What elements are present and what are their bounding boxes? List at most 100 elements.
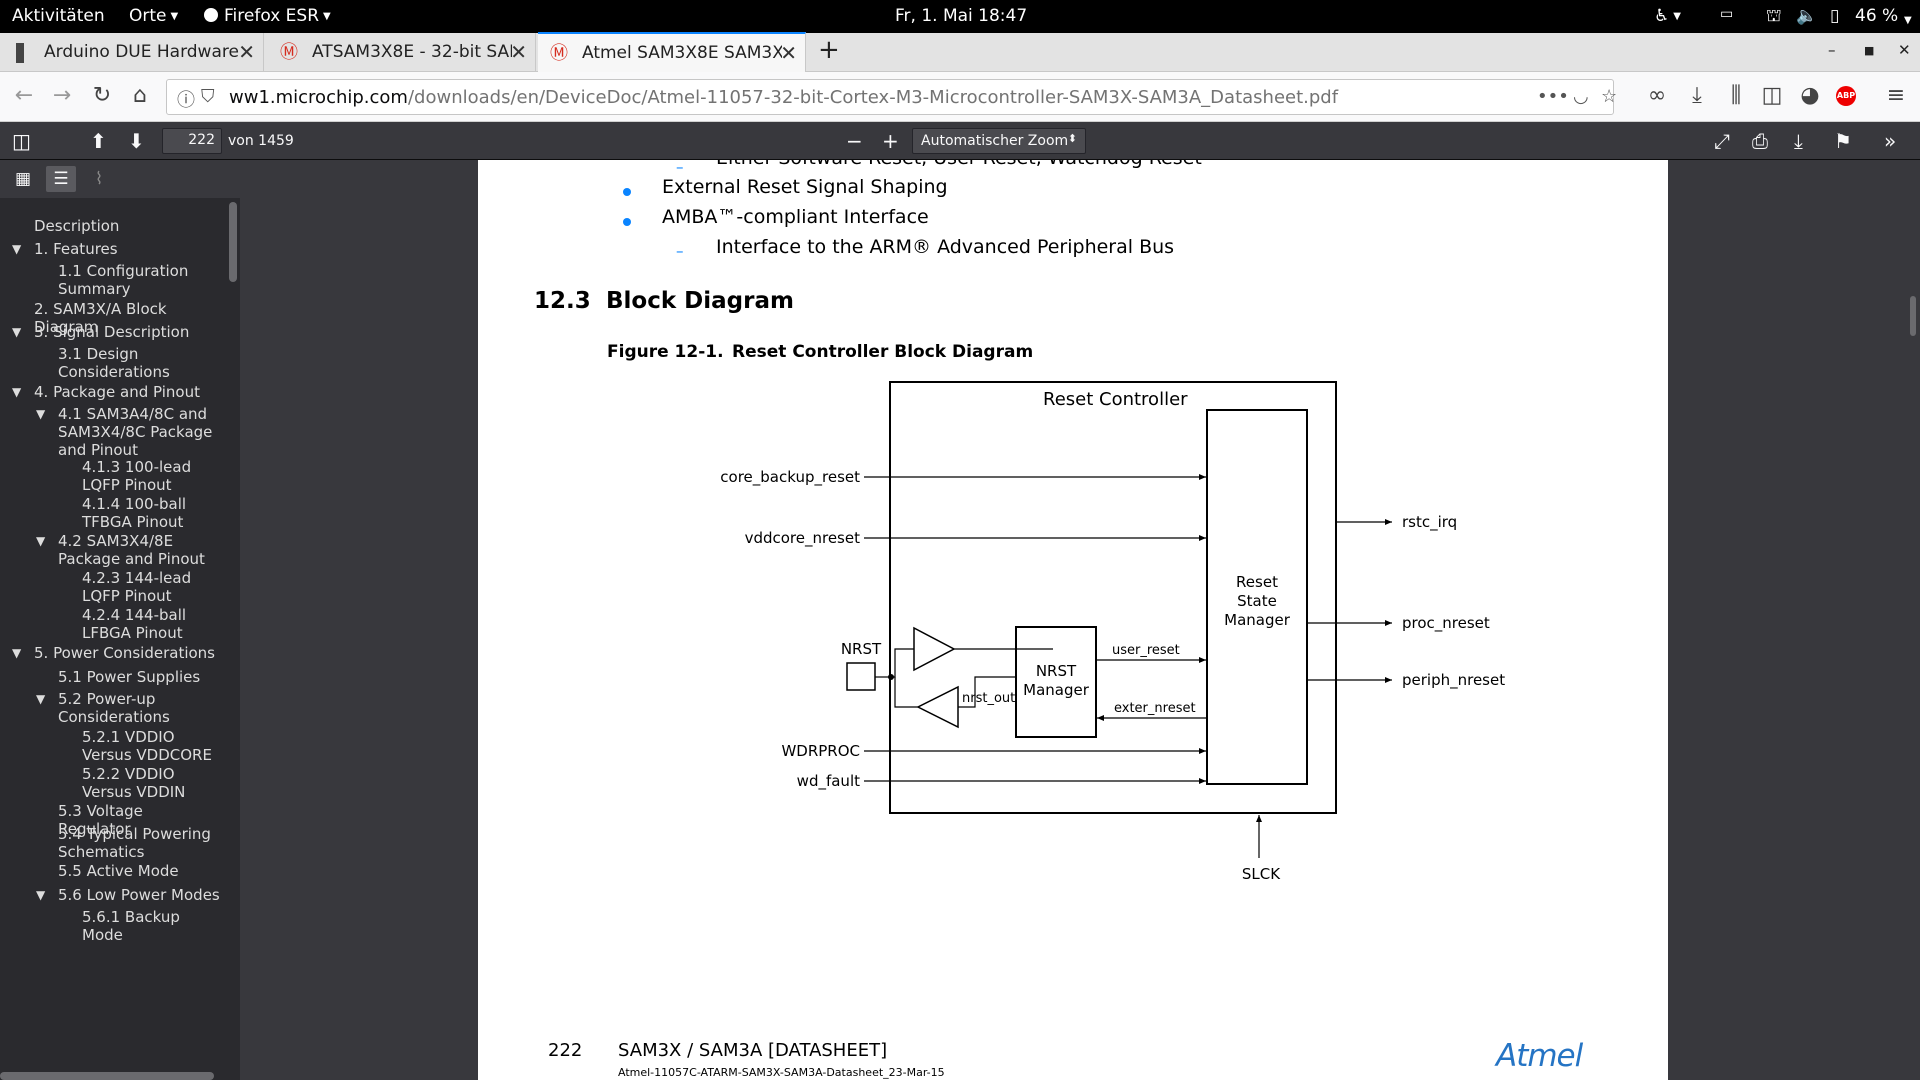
outline-item[interactable]: 5.6 Low Power Modes (58, 886, 220, 904)
outline-item-label: 5.2.2 VDDIO Versus VDDIN (82, 765, 186, 801)
output-label-periph-nreset: periph_nreset (1402, 671, 1505, 690)
close-icon[interactable]: ✕ (510, 40, 527, 64)
expand-caret-icon[interactable]: ▼ (36, 407, 46, 421)
volume-icon: 🔈 (1796, 6, 1818, 26)
forward-arrow-icon[interactable]: → (52, 83, 72, 108)
outline-item[interactable]: 4.1 SAM3A4/8C and SAM3X4/8C Package and … (58, 405, 220, 459)
outline-item[interactable]: 5.2 Power-up Considerations (58, 690, 220, 726)
url-bar[interactable]: ⓘ ⛉ ww1.microchip.com/downloads/en/Devic… (166, 79, 1618, 115)
pocket-icon[interactable]: ◡ (1573, 86, 1589, 107)
sidebar-toggle-icon[interactable]: ◫ (12, 129, 31, 153)
adblock-icon[interactable]: ABP (1836, 86, 1856, 106)
zoom-out-icon[interactable]: − (846, 129, 863, 153)
pdf-page: Either Software Reset, User Reset, Watch… (478, 160, 1668, 1080)
minimize-icon[interactable]: – (1828, 41, 1836, 59)
outline-item[interactable]: 4.2.4 144-ball LFBGA Pinout (82, 606, 220, 642)
tab-arduino[interactable]: Arduino DUE Hardware n ✕ (0, 33, 264, 72)
zoom-in-icon[interactable]: + (882, 129, 899, 153)
activities-button[interactable]: Aktivitäten (12, 6, 105, 26)
reset-controller-block-diagram: Reset Controller Reset State Manager cor… (720, 381, 1505, 883)
page-number-input[interactable]: 222 (162, 128, 222, 154)
home-icon[interactable]: ⌂ (133, 83, 147, 108)
outline-icon[interactable]: ☰ (46, 166, 76, 192)
save-icon[interactable]: ⤓ (1794, 129, 1803, 153)
system-top-bar: Aktivitäten Orte▼ Firefox ESR▼ Fr, 1. Ma… (0, 0, 1920, 33)
outline-item[interactable]: 5.1 Power Supplies (58, 668, 220, 686)
expand-caret-icon[interactable]: ▼ (12, 646, 22, 660)
outline-item[interactable]: 3.1 Design Considerations (58, 345, 220, 381)
bookmark-icon[interactable]: ⚑ (1834, 129, 1852, 153)
tools-chevron-icon[interactable]: » (1884, 129, 1897, 153)
outline-item[interactable]: 1. Features (34, 240, 220, 258)
outline-item-label: 5.3 Voltage Regulator (58, 802, 143, 838)
shield-icon[interactable]: ⛉ (201, 86, 215, 107)
maximize-icon[interactable]: ■ (1864, 44, 1875, 57)
outline-item-label: 4.2 SAM3X4/8E Package and Pinout (58, 532, 205, 568)
previous-page-arrow-icon[interactable]: ⬆ (90, 129, 107, 153)
viewer-scrollbar[interactable] (1910, 296, 1916, 336)
outline-item[interactable]: 4.1.4 100-ball TFBGA Pinout (82, 495, 220, 531)
outline-item[interactable]: Description (34, 217, 220, 235)
state-manager-line-3: Manager (1224, 611, 1291, 629)
firefox-icon (204, 8, 218, 22)
reset-state-manager-box (1206, 409, 1308, 785)
bookmark-star-icon[interactable]: ☆ (1601, 86, 1618, 107)
outline-item[interactable]: 5.5 Active Mode (58, 862, 220, 880)
battery-percent[interactable]: 46 % (1855, 6, 1899, 26)
expand-caret-icon[interactable]: ▼ (12, 242, 22, 256)
print-icon[interactable]: ⎙ (1752, 129, 1768, 153)
expand-caret-icon[interactable]: ▼ (12, 385, 22, 399)
close-icon[interactable]: ✕ (780, 41, 797, 65)
clock[interactable]: Fr, 1. Mai 18:47 (895, 6, 1028, 26)
page-actions-icon[interactable]: ••• (1537, 86, 1569, 107)
outline-item[interactable]: 3. Signal Description (34, 323, 220, 341)
tab-atsam3x8e[interactable]: Ⓜ ATSAM3X8E - 32-bit SAI ✕ (268, 33, 536, 72)
reload-icon[interactable]: ↻ (92, 83, 112, 108)
library-icon[interactable]: ⫼ (1730, 83, 1742, 108)
expand-caret-icon[interactable]: ▼ (12, 325, 22, 339)
atmel-logo: Atmel (1496, 1038, 1583, 1074)
next-page-arrow-icon[interactable]: ⬇ (128, 129, 145, 153)
attachments-icon[interactable]: ⌇ (94, 169, 104, 189)
outline-item[interactable]: 4. Package and Pinout (34, 383, 220, 401)
accessibility-icon[interactable]: ♿▼ (1654, 6, 1681, 26)
expand-caret-icon[interactable]: ▼ (36, 692, 46, 706)
state-manager-line-1: Reset (1236, 573, 1278, 591)
back-arrow-icon[interactable]: ← (14, 83, 34, 108)
extension-icon[interactable]: ◕ (1800, 83, 1820, 108)
tab-datasheet[interactable]: Ⓜ Atmel SAM3X8E SAM3X ✕ (538, 32, 806, 72)
outline-item[interactable]: 5.2.1 VDDIO Versus VDDCORE (82, 728, 220, 764)
outline-item[interactable]: 4.2.3 144-lead LQFP Pinout (82, 569, 220, 605)
url-text[interactable]: ww1.microchip.com/downloads/en/DeviceDoc… (229, 87, 1338, 108)
reader-glasses-icon[interactable]: ∞ (1647, 83, 1667, 108)
thumbnails-icon[interactable]: ▦ (14, 169, 32, 189)
outline-item[interactable]: 4.1.3 100-lead LQFP Pinout (82, 458, 220, 494)
system-menu-chevron-icon[interactable]: ▼ (1904, 15, 1912, 26)
sidebar-scrollbar[interactable] (229, 202, 237, 282)
new-tab-plus-icon[interactable]: + (818, 35, 840, 65)
outline-item[interactable]: 5.4 Typical Powering Schematics (58, 825, 220, 861)
outline-item[interactable]: 5. Power Considerations (34, 644, 220, 662)
info-icon[interactable]: ⓘ (177, 90, 195, 111)
outline-item[interactable]: 5.2.2 VDDIO Versus VDDIN (82, 765, 220, 801)
figure-number: Figure 12-1. (607, 342, 724, 362)
outline-item[interactable]: 5.3 Voltage Regulator (58, 802, 220, 838)
presentation-mode-icon[interactable]: ⤢ (1714, 129, 1730, 153)
window-close-icon[interactable]: ✕ (1898, 41, 1911, 59)
outline-item[interactable]: 4.2 SAM3X4/8E Package and Pinout (58, 532, 220, 568)
close-icon[interactable]: ✕ (238, 40, 255, 64)
outline-item-label: 4.2.4 144-ball LFBGA Pinout (82, 606, 187, 642)
sidebar-horizontal-scrollbar[interactable] (0, 1072, 214, 1080)
outline-item-label: 4.2.3 144-lead LQFP Pinout (82, 569, 192, 605)
zoom-select[interactable]: Automatischer Zoom⬍ (912, 128, 1086, 154)
outline-item[interactable]: 2. SAM3X/A Block Diagram (34, 300, 220, 336)
download-icon[interactable]: ⤓ (1692, 83, 1702, 108)
app-menu[interactable]: Firefox ESR▼ (204, 6, 331, 26)
hamburger-menu-icon[interactable]: ≡ (1886, 83, 1906, 108)
sidebar-toggle-icon[interactable]: ◫ (1761, 83, 1783, 108)
outline-item[interactable]: 5.6.1 Backup Mode (82, 908, 220, 944)
outline-item[interactable]: 1.1 Configuration Summary (58, 262, 220, 298)
expand-caret-icon[interactable]: ▼ (36, 534, 46, 548)
places-menu[interactable]: Orte▼ (129, 6, 178, 26)
expand-caret-icon[interactable]: ▼ (36, 888, 46, 902)
